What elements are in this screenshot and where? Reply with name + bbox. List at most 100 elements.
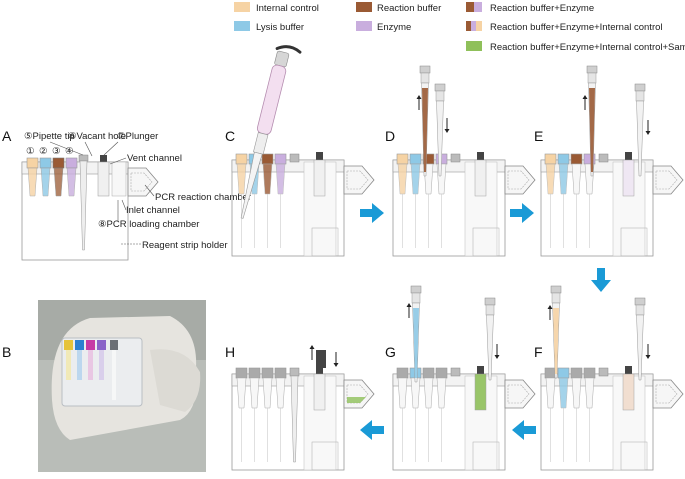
chamber-channel bbox=[507, 384, 530, 404]
plunger-top bbox=[316, 152, 323, 160]
lower-box bbox=[311, 441, 339, 471]
tip-shoulder bbox=[635, 90, 645, 102]
plunger-chamber bbox=[474, 373, 487, 411]
tube-4 bbox=[435, 367, 448, 462]
arrow-g-to-h bbox=[360, 420, 384, 440]
tube-body bbox=[423, 377, 434, 409]
legend-label-enzyme: Enzyme bbox=[377, 22, 411, 33]
tube-2 bbox=[409, 153, 422, 248]
up-arrow-icon bbox=[547, 305, 553, 309]
tube-cap bbox=[396, 153, 409, 165]
tube-body bbox=[262, 163, 273, 195]
tube-2 bbox=[557, 153, 570, 248]
tube-cap bbox=[261, 153, 274, 165]
arrow-d-to-e bbox=[510, 203, 534, 223]
label-pipette-tip: ⑤Pipette tip bbox=[24, 131, 75, 142]
pipette-tip-in-holder bbox=[290, 375, 299, 463]
legend-label-lysis-buffer: Lysis buffer bbox=[256, 22, 304, 33]
tip-dispense-f bbox=[634, 297, 646, 381]
tube-3 bbox=[570, 153, 583, 248]
pcr-reaction-chamber bbox=[652, 379, 684, 409]
label-pcr-loading-chamber: ⑧PCR loading chamber bbox=[98, 219, 199, 230]
lower-box bbox=[620, 227, 648, 257]
tube-cap bbox=[435, 367, 448, 379]
tube-1 bbox=[396, 153, 409, 248]
label-pcr-reaction-chamber: PCR reaction chamber bbox=[155, 192, 251, 203]
pipette-tip-cap bbox=[450, 367, 461, 377]
tube-3 bbox=[422, 367, 435, 462]
tip-body bbox=[436, 100, 444, 177]
lower-box bbox=[472, 441, 500, 471]
plunger-chamber bbox=[313, 159, 326, 197]
tube-cap bbox=[396, 367, 409, 379]
up-arrow-icon bbox=[582, 95, 588, 99]
tube-body bbox=[584, 377, 595, 409]
tube-3 bbox=[261, 367, 274, 462]
pipette-tip-cap bbox=[450, 153, 461, 163]
down-arrow-icon bbox=[444, 129, 450, 133]
tube-3-reaction-buffer bbox=[52, 157, 65, 197]
pipette-tip-cap bbox=[598, 367, 609, 377]
panel-label-c: C bbox=[225, 128, 235, 144]
plunger-chamber bbox=[622, 373, 635, 411]
tube-1 bbox=[235, 153, 248, 248]
plunger-top bbox=[477, 366, 484, 374]
label-inlet-channel: Inlet channel bbox=[126, 205, 180, 216]
tip-liquid bbox=[589, 88, 595, 172]
tube-cap bbox=[422, 367, 435, 379]
tip-body bbox=[636, 100, 644, 177]
legend-label-reaction-buffer: Reaction buffer bbox=[377, 3, 441, 14]
legend-swatch-rb-enzyme-ic bbox=[466, 21, 482, 31]
legend-swatch-rb-enzyme bbox=[466, 2, 482, 12]
tip-rb-enzyme bbox=[586, 65, 598, 177]
lower-box bbox=[311, 227, 339, 257]
panel-label-a: A bbox=[2, 128, 12, 144]
tip-liquid bbox=[553, 308, 559, 374]
chamber-channel bbox=[507, 170, 530, 190]
down-arrow-icon bbox=[494, 355, 500, 359]
tube-body bbox=[545, 163, 556, 195]
tip-shoulder bbox=[435, 90, 445, 102]
tip-shoulder bbox=[635, 304, 645, 316]
tip-body bbox=[486, 314, 494, 381]
tip-dispensing bbox=[434, 83, 446, 177]
cartridge-panel-f bbox=[540, 366, 684, 471]
tube-body bbox=[275, 163, 286, 195]
label-number-3: ③ bbox=[52, 146, 61, 157]
tube-cap bbox=[570, 367, 583, 379]
plunger-handle-icon bbox=[316, 350, 326, 368]
tube-cap bbox=[544, 153, 557, 165]
down-arrow-icon bbox=[645, 355, 651, 359]
tip-collar bbox=[634, 83, 646, 92]
label-plunger: ⑦Plunger bbox=[117, 131, 158, 142]
legend-swatch-internal-control bbox=[234, 2, 250, 12]
panel-label-b: B bbox=[2, 344, 11, 360]
tube-cap bbox=[544, 367, 557, 379]
tube-body bbox=[571, 163, 582, 195]
tube-body bbox=[410, 163, 421, 195]
tube-2 bbox=[248, 367, 261, 462]
tube-1 bbox=[544, 367, 557, 462]
tube-body bbox=[236, 377, 247, 409]
plunger bbox=[97, 155, 110, 197]
pcr-reaction-chamber bbox=[652, 165, 684, 195]
tube-cap bbox=[409, 153, 422, 165]
plunger-chamber bbox=[313, 373, 326, 411]
lower-box bbox=[472, 227, 500, 257]
tube-body bbox=[397, 163, 408, 195]
cartridge-panel-e bbox=[540, 152, 684, 257]
tube-body bbox=[410, 377, 421, 409]
panel-label-g: G bbox=[385, 344, 396, 360]
cartridge-panel-g bbox=[392, 366, 536, 471]
legend-label-rb-enzyme: Reaction buffer+Enzyme bbox=[490, 3, 594, 14]
up-arrow-icon bbox=[309, 345, 315, 349]
tube-4-enzyme bbox=[65, 157, 78, 197]
tube-cap bbox=[274, 367, 287, 379]
panel-b-photo bbox=[38, 300, 206, 472]
legend-label-internal-control: Internal control bbox=[256, 3, 319, 14]
tube-body bbox=[558, 163, 569, 195]
tube-1 bbox=[396, 367, 409, 462]
panel-label-e: E bbox=[534, 128, 543, 144]
plunger-top bbox=[625, 152, 632, 160]
legend-swatch-reaction-buffer bbox=[356, 2, 372, 12]
